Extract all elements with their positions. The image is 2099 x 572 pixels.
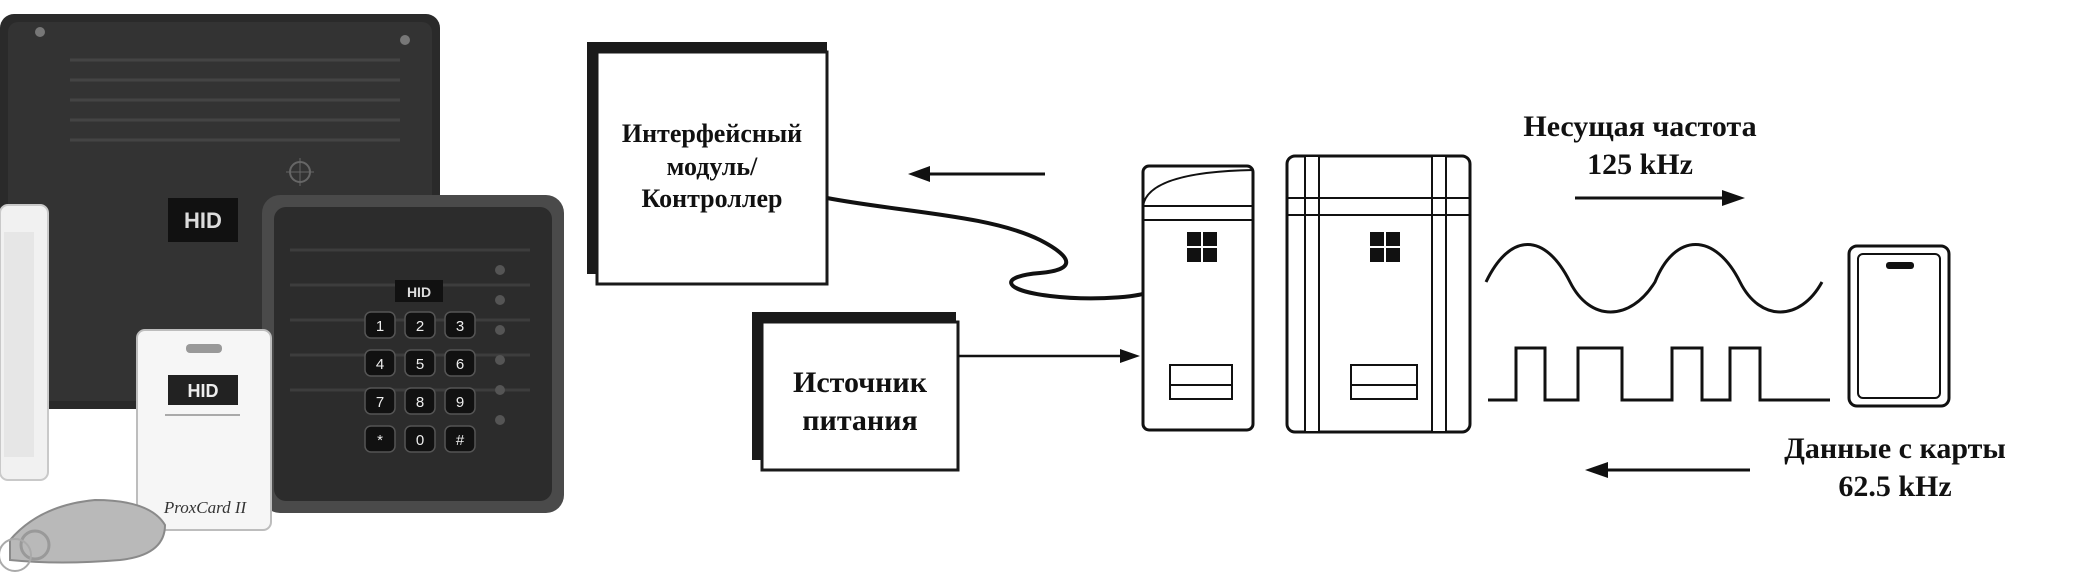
keypad-key: 5 bbox=[404, 349, 436, 377]
data-square-wave bbox=[1488, 346, 1830, 402]
arrow-to-controller bbox=[908, 166, 1045, 182]
keypad-key: 2 bbox=[404, 311, 436, 339]
keypad-key: 1 bbox=[364, 311, 396, 339]
keypad-key: 8 bbox=[404, 387, 436, 415]
data-return-arrow bbox=[1585, 462, 1750, 478]
reader-wide bbox=[1285, 154, 1472, 434]
power-line-arrow bbox=[958, 349, 1140, 363]
keypad-reader-logo: HID bbox=[407, 284, 431, 300]
reader-led-icon bbox=[286, 158, 314, 186]
keypad-key: 7 bbox=[364, 387, 396, 415]
keypad-key-label: 3 bbox=[456, 318, 464, 335]
carrier-label-line1: Несущая частота bbox=[1523, 110, 1757, 143]
power-source-box bbox=[752, 312, 960, 472]
carrier-arrow bbox=[1575, 190, 1745, 206]
keypad-key-label: 1 bbox=[376, 318, 384, 335]
keypad-key-label: # bbox=[456, 432, 465, 449]
interface-label-line1: Интерфейсный bbox=[621, 119, 803, 148]
keypad-key: 4 bbox=[364, 349, 396, 377]
power-label-line1: Источник bbox=[793, 366, 927, 399]
data-label-line1: Данные с карты bbox=[1784, 432, 2006, 465]
interface-module-label: Интерфейсный модуль/ Контроллер bbox=[601, 118, 823, 216]
keypad-key: # bbox=[444, 425, 476, 453]
reader-narrow bbox=[1141, 164, 1255, 432]
keypad-key: 6 bbox=[444, 349, 476, 377]
white-reader bbox=[0, 204, 49, 481]
keypad-key: 9 bbox=[444, 387, 476, 415]
keypad-key-label: * bbox=[377, 432, 383, 449]
card-logo: HID bbox=[188, 381, 219, 401]
keypad-key-label: 9 bbox=[456, 394, 464, 411]
keypad-key-label: 7 bbox=[376, 394, 384, 411]
card-data-label: Данные с карты 62.5 kHz bbox=[1735, 430, 2055, 505]
keypad-reader: HID 1 2 3 4 5 6 7 8 9 * 0 # bbox=[262, 195, 564, 513]
carrier-label-line2: 125 kHz bbox=[1587, 147, 1693, 181]
interface-label-line2: модуль/ bbox=[666, 151, 758, 181]
keypad-key: 3 bbox=[444, 311, 476, 339]
data-label-line2: 62.5 kHz bbox=[1838, 469, 1952, 503]
keypad: 1 2 3 4 5 6 7 8 9 * 0 # bbox=[364, 311, 476, 453]
keypad-key: 0 bbox=[404, 425, 436, 453]
keypad-key-label: 8 bbox=[416, 394, 424, 411]
carrier-frequency-label: Несущая частота 125 kHz bbox=[1490, 108, 1790, 183]
interface-module-box bbox=[587, 42, 829, 286]
card-brand: ProxCard II bbox=[163, 498, 248, 517]
keypad-key-label: 2 bbox=[416, 318, 424, 335]
proxcard: HID ProxCard II bbox=[136, 329, 272, 531]
power-label-line2: питания bbox=[802, 403, 918, 437]
rfid-block-diagram bbox=[587, 42, 1951, 478]
keypad-key-label: 0 bbox=[416, 432, 424, 449]
key-fob bbox=[0, 498, 167, 572]
keypad-key-label: 4 bbox=[376, 356, 384, 373]
large-reader-logo: HID bbox=[184, 208, 222, 233]
carrier-sine-wave bbox=[1484, 243, 1824, 314]
interface-label-line3: Контроллер bbox=[641, 184, 783, 213]
hid-product-photo: HID HID 1 2 3 4 5 6 7 8 9 * 0 # bbox=[0, 14, 564, 572]
keypad-key-label: 6 bbox=[456, 356, 464, 373]
proximity-card-outline bbox=[1847, 244, 1951, 408]
keypad-key-label: 5 bbox=[416, 356, 424, 373]
keypad-key: * bbox=[364, 425, 396, 453]
controller-cable bbox=[826, 196, 1148, 301]
power-source-label: Источник питания bbox=[766, 364, 954, 439]
